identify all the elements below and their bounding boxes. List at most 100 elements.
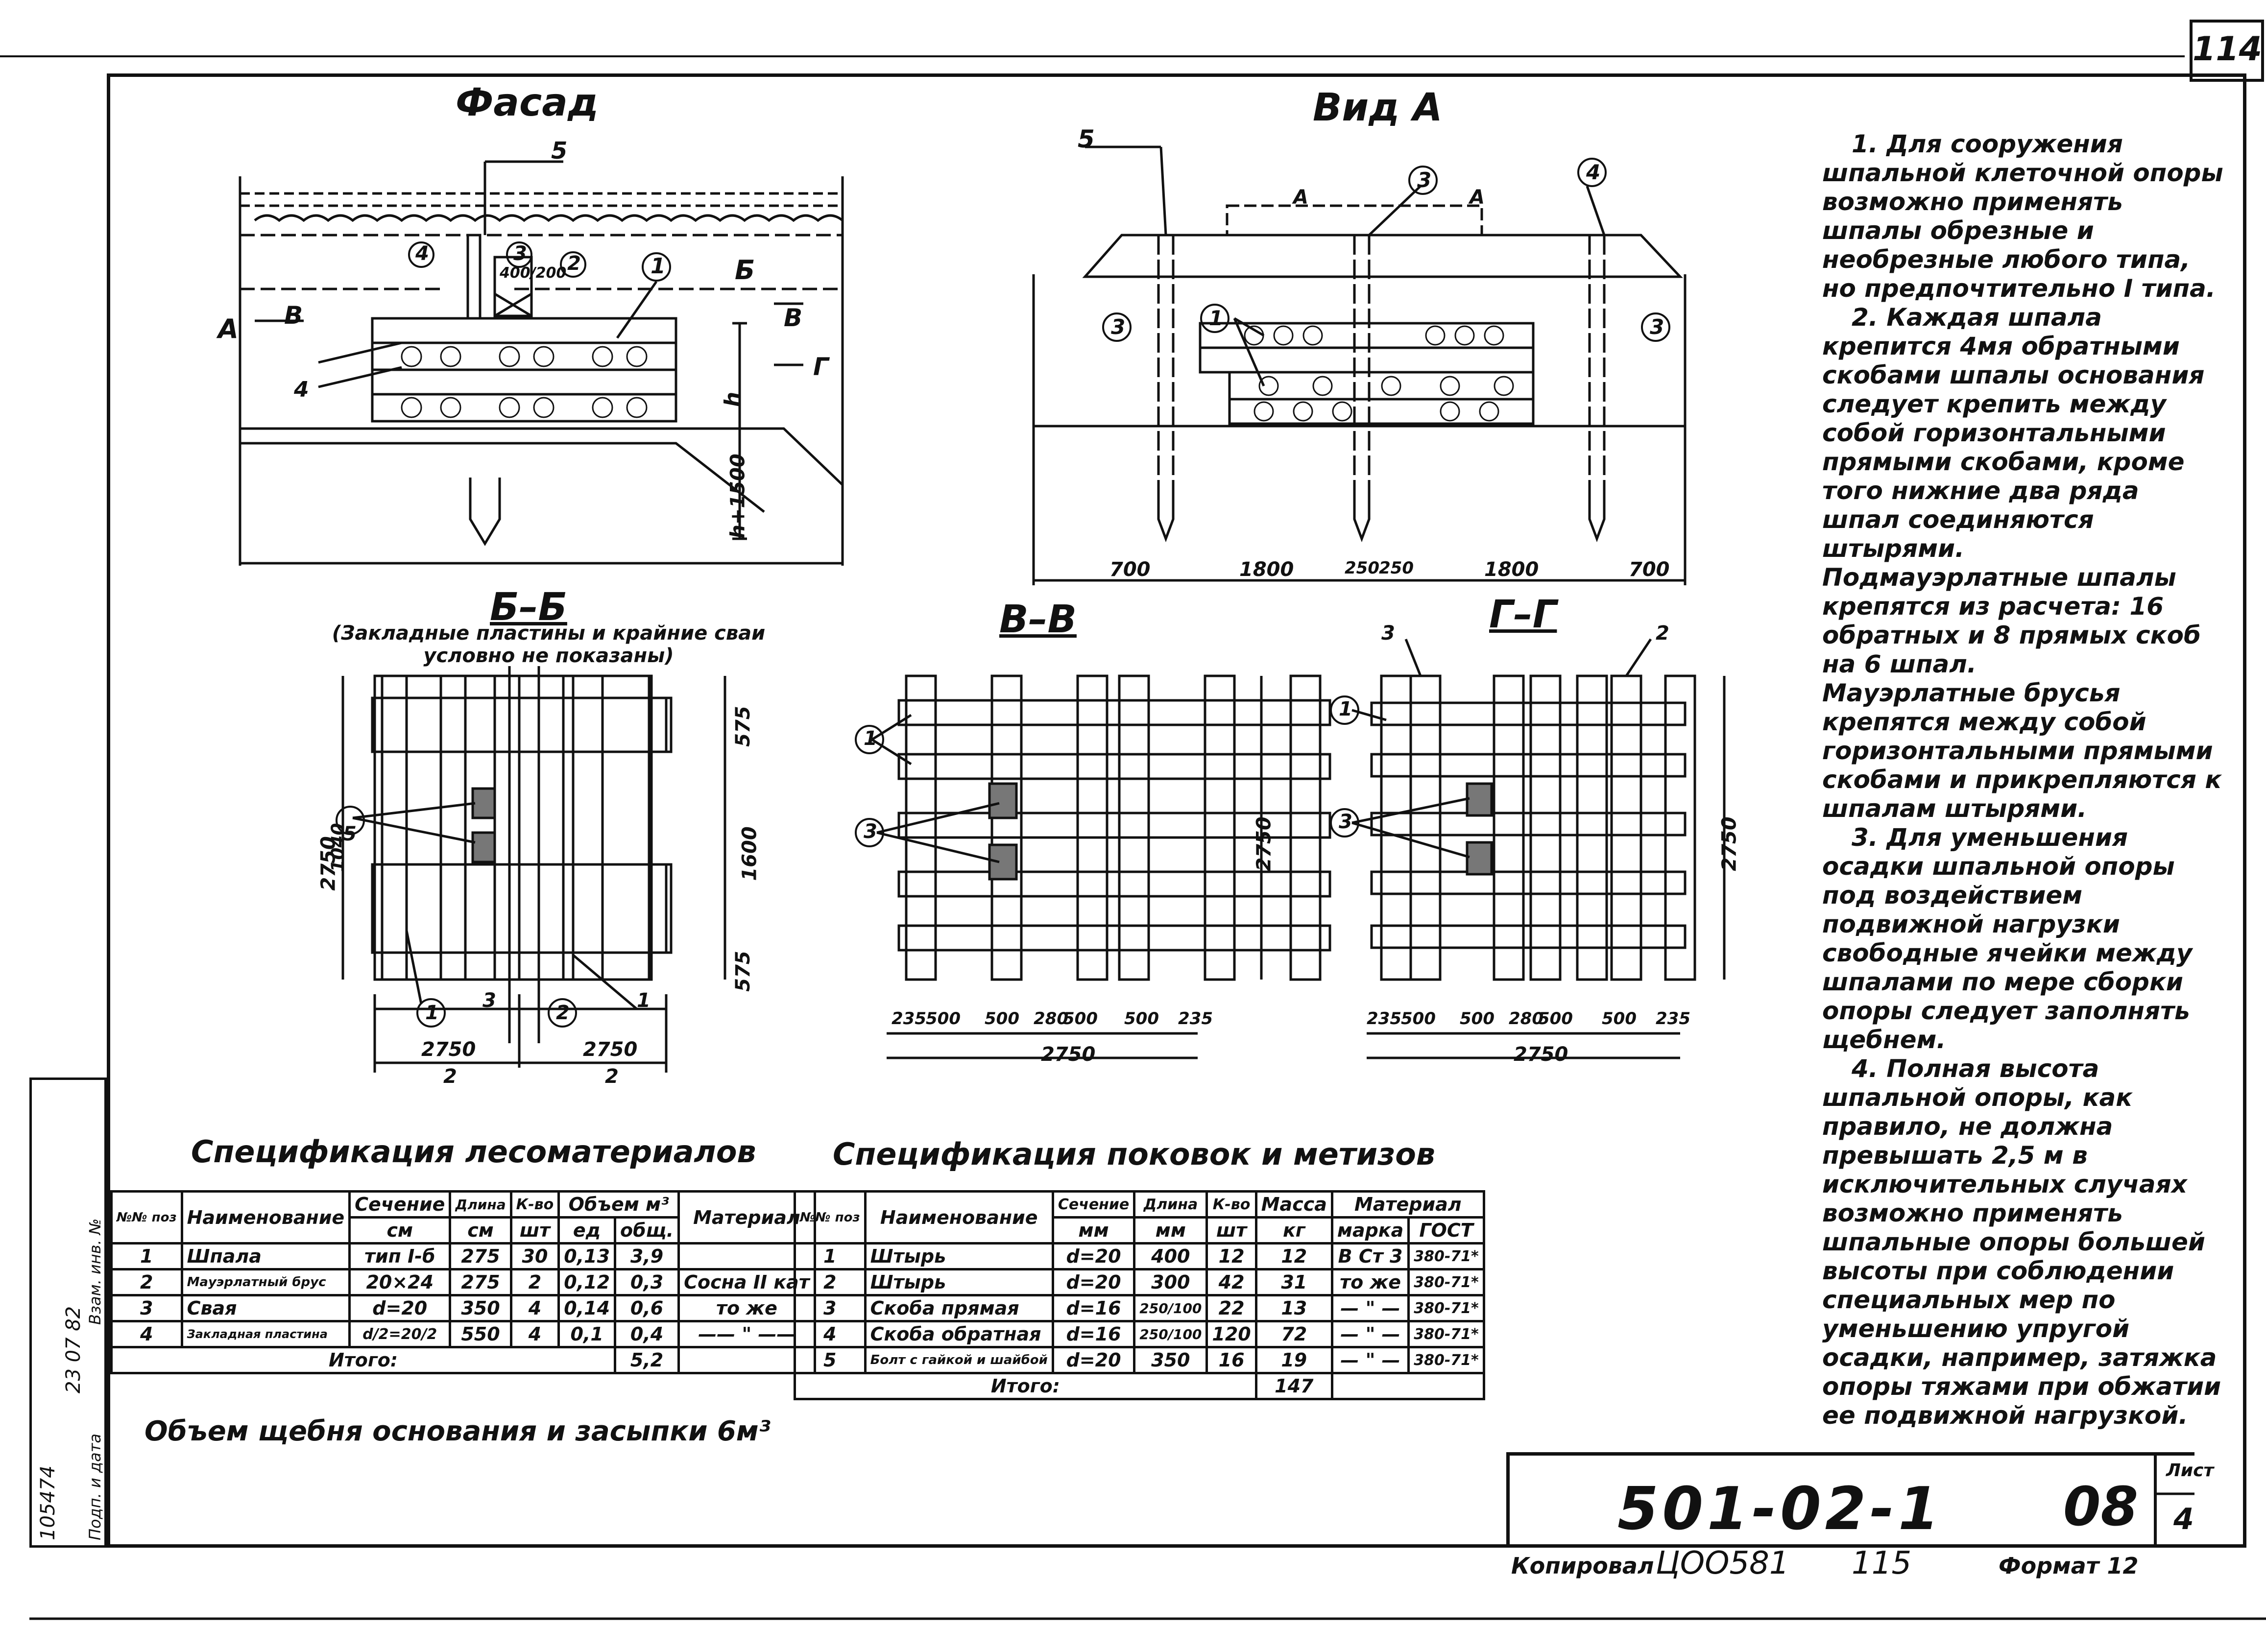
note-2a: Подмауэрлатные шпалы крепятся из расчета… (1822, 563, 2201, 678)
table-total-row: Итого: 5,2 (110, 1346, 816, 1374)
bb-dim-1600: 1600 (738, 826, 761, 881)
cell-total-label: Итого: (110, 1346, 617, 1374)
footer-copied-value: ЦОО581 (1656, 1545, 1789, 1581)
stamp-sheet-label: Лист (2166, 1460, 2214, 1481)
vv-dim-0: 235 (892, 1009, 926, 1029)
table-row: 3 Скоба прямая d=16 250/100 22 13 — " — … (794, 1294, 1485, 1322)
vv-callout-3: 3 (864, 820, 877, 843)
facade-drawing (239, 160, 844, 566)
vv-dim-5: 500 (1124, 1009, 1159, 1029)
facade-callout-2: 2 (567, 252, 581, 275)
cell-mass: 12 (1254, 1242, 1333, 1270)
cell-material: Сосна II кат (677, 1268, 816, 1296)
th-section-unit: мм (1051, 1216, 1136, 1245)
cell-length: 350 (449, 1294, 512, 1322)
spec-forgings-title: Спецификация поковок и метизов (833, 1136, 1436, 1172)
cell-num: 3 (794, 1294, 867, 1322)
cell-num: 3 (110, 1294, 183, 1322)
view-a-dim-2: 1800 (1239, 558, 1294, 581)
note-4: 4. Полная высота шпальной опоры, как пра… (1822, 1054, 2221, 1430)
table-row: 2 Мауэрлатный брус 20×24 275 2 0,12 0,3 … (110, 1268, 816, 1296)
cell-grade: — " — (1330, 1320, 1410, 1348)
facade-label-a: А (218, 313, 239, 344)
bb-dim-575-bottom: 575 (731, 951, 754, 992)
bb-dim-bottom-left: 2750 (421, 1038, 476, 1061)
bb-callout-3: 3 (482, 989, 496, 1012)
th-vol-total: общ. (614, 1216, 680, 1245)
cell-num: 2 (794, 1268, 867, 1296)
th-section-unit: см (348, 1216, 452, 1245)
cell-name: Скоба обратная (864, 1320, 1054, 1348)
facade-label-g: Г (813, 353, 829, 381)
table-row: 5 Болт с гайкой и шайбой d=20 350 16 19 … (794, 1346, 1485, 1374)
cell-section: d=20 (1051, 1242, 1136, 1270)
cell-mass: 19 (1254, 1346, 1333, 1374)
gg-dim-0: 235 (1367, 1009, 1401, 1029)
cell-length: 400 (1133, 1242, 1208, 1270)
section-vv-title: В–В (999, 598, 1077, 642)
view-a-callout-5: 5 (1078, 125, 1095, 153)
gg-dim-2: 500 (1460, 1009, 1495, 1029)
cell-name: Свая (180, 1294, 351, 1322)
view-a-callout-3: 3 (1417, 168, 1432, 192)
facade-title: Фасад (456, 81, 599, 125)
gg-dim-4: 500 (1538, 1009, 1573, 1029)
cell-total-volume: 0,4 (614, 1320, 680, 1348)
th-name: Наименование (864, 1190, 1054, 1245)
facade-callout-5: 5 (551, 137, 568, 165)
cell-qty: 2 (509, 1268, 560, 1296)
cell-total-volume: 0,3 (614, 1268, 680, 1296)
gg-dim-3: 280 (1509, 1009, 1543, 1029)
vv-callout-1: 1 (864, 727, 877, 750)
gg-dim-5: 500 (1602, 1009, 1637, 1029)
view-a-dim-4: 250 (1379, 558, 1414, 578)
cell-total-volume: 3,9 (614, 1242, 680, 1270)
gg-dim-total: 2750 (1514, 1043, 1568, 1066)
stamp-part: 08 (2063, 1475, 2139, 1538)
vv-dim-2: 500 (985, 1009, 1019, 1029)
th-gost: ГОСТ (1407, 1216, 1485, 1245)
th-mass-unit: кг (1254, 1216, 1333, 1245)
cell-section: d/2=20/2 (348, 1320, 452, 1348)
view-a-label-a1: А (1293, 186, 1308, 209)
cell-grade: В Ст 3 (1330, 1242, 1410, 1270)
th-material: Материал (677, 1190, 816, 1245)
cell-num: 5 (794, 1346, 867, 1374)
bb-dim-sub-right: 2 (605, 1065, 619, 1088)
cell-mass: 31 (1254, 1268, 1333, 1296)
cell-grade: — " — (1330, 1346, 1410, 1374)
cell-gost: 380-71* (1407, 1242, 1485, 1270)
th-num: №№ поз (794, 1190, 867, 1245)
cell-name: Скоба прямая (864, 1294, 1054, 1322)
drawing-frame (107, 73, 2246, 1548)
cell-section: d=20 (1051, 1346, 1136, 1374)
cell-name: Штырь (864, 1242, 1054, 1270)
th-length-unit: см (449, 1216, 512, 1245)
cell-name: Штырь (864, 1268, 1054, 1296)
cell-grade: то же (1330, 1268, 1410, 1296)
cell-num: 2 (110, 1268, 183, 1296)
th-num: №№ поз (110, 1190, 183, 1245)
view-a-callout-4: 4 (1586, 160, 1601, 184)
cell-length: 275 (449, 1242, 512, 1270)
bb-dim-bottom-right: 2750 (583, 1038, 638, 1061)
table-row: 3 Свая d=20 350 4 0,14 0,6 то же (110, 1294, 816, 1322)
cell-total-value: 5,2 (614, 1346, 680, 1374)
cell-total-label: Итого: (794, 1372, 1257, 1400)
stamp-code: 501-02-1 (1617, 1475, 1943, 1543)
cell-unit-volume: 0,13 (557, 1242, 617, 1270)
vv-dim-6: 235 (1178, 1009, 1213, 1029)
gravel-volume-note: Объем щебня основания и засыпки 6м³ (145, 1415, 771, 1447)
table-row: 4 Закладная пластина d/2=20/2 550 4 0,1 … (110, 1320, 816, 1348)
th-qty-unit: шт (1205, 1216, 1257, 1245)
view-a-dim-1: 700 (1109, 558, 1151, 581)
facade-callout-3: 3 (513, 242, 527, 265)
section-bb-title: Б–Б (490, 585, 567, 629)
facade-callout-4b: 4 (294, 377, 309, 402)
vv-dim-right-total: 2750 (1253, 816, 1276, 871)
section-vv-drawing (871, 674, 1331, 1059)
th-qty-unit: шт (509, 1216, 560, 1245)
vv-dim-total: 2750 (1041, 1043, 1096, 1066)
th-material: Материал (1330, 1190, 1485, 1219)
cell-name: Шпала (180, 1242, 351, 1270)
